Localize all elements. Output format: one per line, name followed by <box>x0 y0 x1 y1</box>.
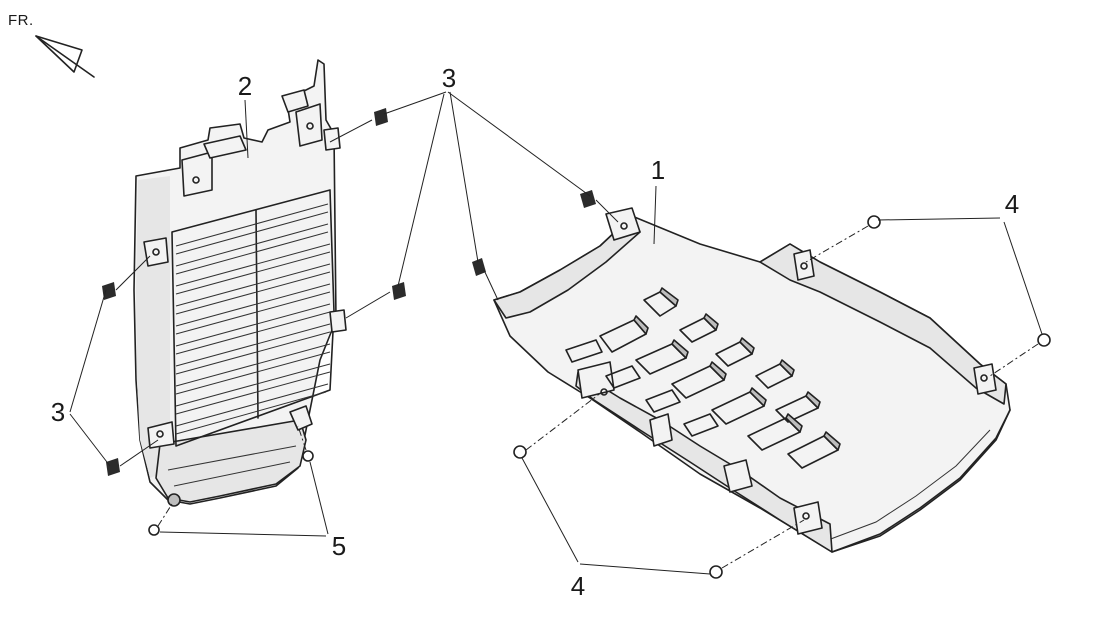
callout-4-right: 4 <box>1004 189 1020 219</box>
callout-1: 1 <box>650 155 666 185</box>
callout-4-bottom: 4 <box>570 571 586 601</box>
screws-part-5 <box>148 425 314 536</box>
front-direction-arrow <box>35 35 95 78</box>
callout-3-left: 3 <box>50 397 66 427</box>
under-cover-part-1 <box>493 207 1011 553</box>
cover-vents <box>565 287 841 469</box>
callout-3-top: 3 <box>441 63 457 93</box>
callout-5: 5 <box>331 531 347 561</box>
callout-leader-lines <box>69 91 1043 575</box>
clip-fasteners-part-3 <box>102 108 619 476</box>
radiator-grille-part-2 <box>133 59 347 507</box>
screws-part-4 <box>513 215 1051 579</box>
callout-2: 2 <box>237 71 253 101</box>
front-direction-label: FR. <box>8 12 34 29</box>
